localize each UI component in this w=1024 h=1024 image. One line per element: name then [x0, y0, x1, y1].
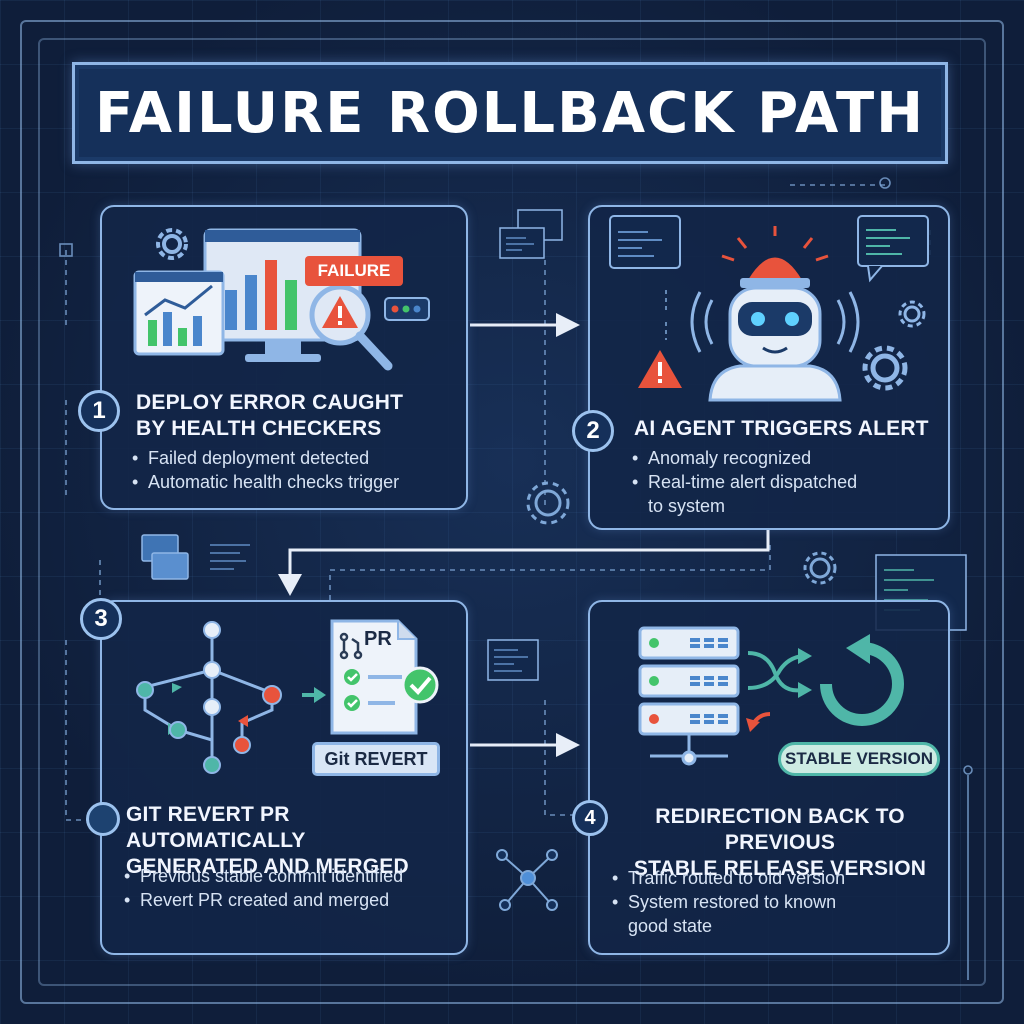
step-1-number: 1	[78, 390, 120, 432]
list-item: Revert PR created and merged	[124, 888, 464, 912]
title-banner: FAILURE ROLLBACK PATH	[72, 62, 948, 164]
step-3-number: 3	[80, 598, 122, 640]
gear-icon	[526, 481, 570, 525]
step-2-bullets: Anomaly recognized Real-time alert dispa…	[632, 446, 932, 518]
step-1-heading: DEPLOY ERROR CAUGHT BY HEALTH CHECKERS	[136, 391, 404, 440]
step-3-bullets: Previous stable commit identified Revert…	[124, 864, 464, 912]
step-4-number: 4	[572, 800, 608, 836]
git-graph-icon	[136, 619, 439, 774]
monitor-chart-icon	[133, 228, 430, 371]
step-2-heading: AI AGENT TRIGGERS ALERT	[634, 417, 929, 440]
gear-icon	[862, 345, 908, 391]
step-2-number: 2	[572, 410, 614, 452]
step-4-bullets: Traffic routed to old version System res…	[612, 866, 932, 938]
robot-alarm-icon	[609, 215, 929, 402]
folder-icon	[141, 534, 250, 580]
git-revert-badge: Git REVERT	[312, 742, 440, 776]
gear-icon	[803, 551, 837, 585]
failure-badge: FAILURE	[305, 256, 403, 286]
outer-frame	[20, 20, 1004, 1004]
list-item: Anomaly recognized	[632, 446, 932, 470]
stable-version-badge: STABLE VERSION	[778, 742, 940, 776]
list-item: Traffic routed to old version	[612, 866, 932, 890]
gear-icon	[156, 228, 188, 260]
list-item: Real-time alert dispatched to system	[632, 470, 932, 518]
step-3-marker	[86, 802, 120, 836]
gear-icon	[898, 300, 926, 328]
step-1-bullets: Failed deployment detected Automatic hea…	[132, 446, 462, 494]
pr-label: PR	[364, 628, 392, 650]
list-item: Previous stable commit identified	[124, 864, 464, 888]
server-stack-icon	[638, 626, 904, 766]
list-item: Failed deployment detected	[132, 446, 462, 470]
network-icon	[496, 849, 558, 911]
inner-frame	[38, 38, 986, 986]
page-title: FAILURE ROLLBACK PATH	[94, 80, 926, 146]
list-item: Automatic health checks trigger	[132, 470, 462, 494]
list-item: System restored to known good state	[612, 890, 932, 938]
